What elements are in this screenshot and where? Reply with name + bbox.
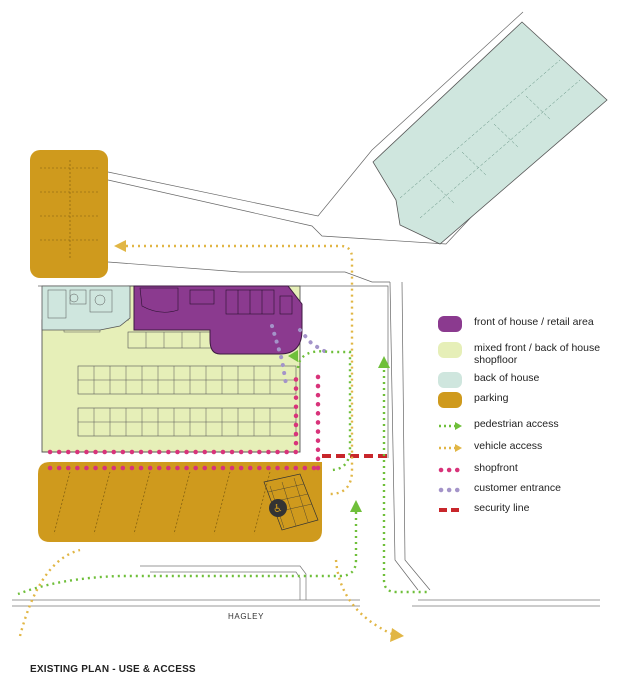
legend-item-parking: parking	[438, 392, 508, 408]
legend-label-customer-entrance: customer entrance	[474, 482, 561, 494]
retail-area	[133, 285, 303, 355]
shopfront-line	[47, 369, 321, 471]
legend-line-vehicle	[439, 444, 462, 452]
legend-swatch-parking	[438, 392, 462, 408]
legend-item-shopfront: shopfront	[438, 462, 518, 478]
legend-item-customer-entrance: customer entrance	[438, 482, 561, 498]
legend-swatch-shopfloor	[438, 342, 462, 358]
pedestrian-arrows	[288, 350, 390, 512]
plan-caption: EXISTING PLAN - USE & ACCESS	[30, 664, 196, 675]
legend-label-shopfloor: mixed front / back of house shopfloor	[474, 342, 601, 366]
svg-text:♿: ♿	[273, 502, 283, 515]
customer-entrance-line	[270, 324, 328, 386]
legend-label-retail: front of house / retail area	[474, 316, 594, 328]
legend-line-pedestrian	[439, 422, 462, 430]
parking-lot-north	[30, 150, 108, 278]
parking-lot-south: ♿	[38, 462, 322, 542]
legend-item-shopfloor: mixed front / back of house shopfloor	[438, 342, 614, 366]
legend-item-retail: front of house / retail area	[438, 316, 594, 332]
legend-line-customer-entrance	[438, 487, 462, 493]
back-of-house-area	[41, 285, 131, 331]
road	[12, 565, 600, 607]
legend-swatch-retail	[438, 316, 462, 332]
legend-label-parking: parking	[474, 392, 509, 404]
legend-item-vehicle: vehicle access	[438, 440, 542, 456]
vehicle-arrows	[114, 240, 404, 642]
legend-label-back-of-house: back of house	[474, 372, 540, 384]
legend-line-shopfront	[438, 467, 462, 473]
accessible-parking-bay: ♿	[263, 473, 319, 531]
pedestrian-route	[17, 350, 430, 596]
legend-label-shopfront: shopfront	[474, 462, 518, 474]
storeroom-building	[372, 21, 608, 245]
legend-swatch-back-of-house	[438, 372, 462, 388]
legend-label-security: security line	[474, 502, 530, 514]
street-label: HAGLEY	[228, 612, 265, 621]
legend-item-security: security line	[438, 502, 529, 518]
legend-item-pedestrian: pedestrian access	[438, 418, 559, 434]
legend-label-vehicle: vehicle access	[474, 440, 543, 452]
legend-item-back-of-house: back of house	[438, 372, 539, 388]
legend-line-security	[439, 508, 462, 512]
legend-label-pedestrian: pedestrian access	[474, 418, 559, 430]
